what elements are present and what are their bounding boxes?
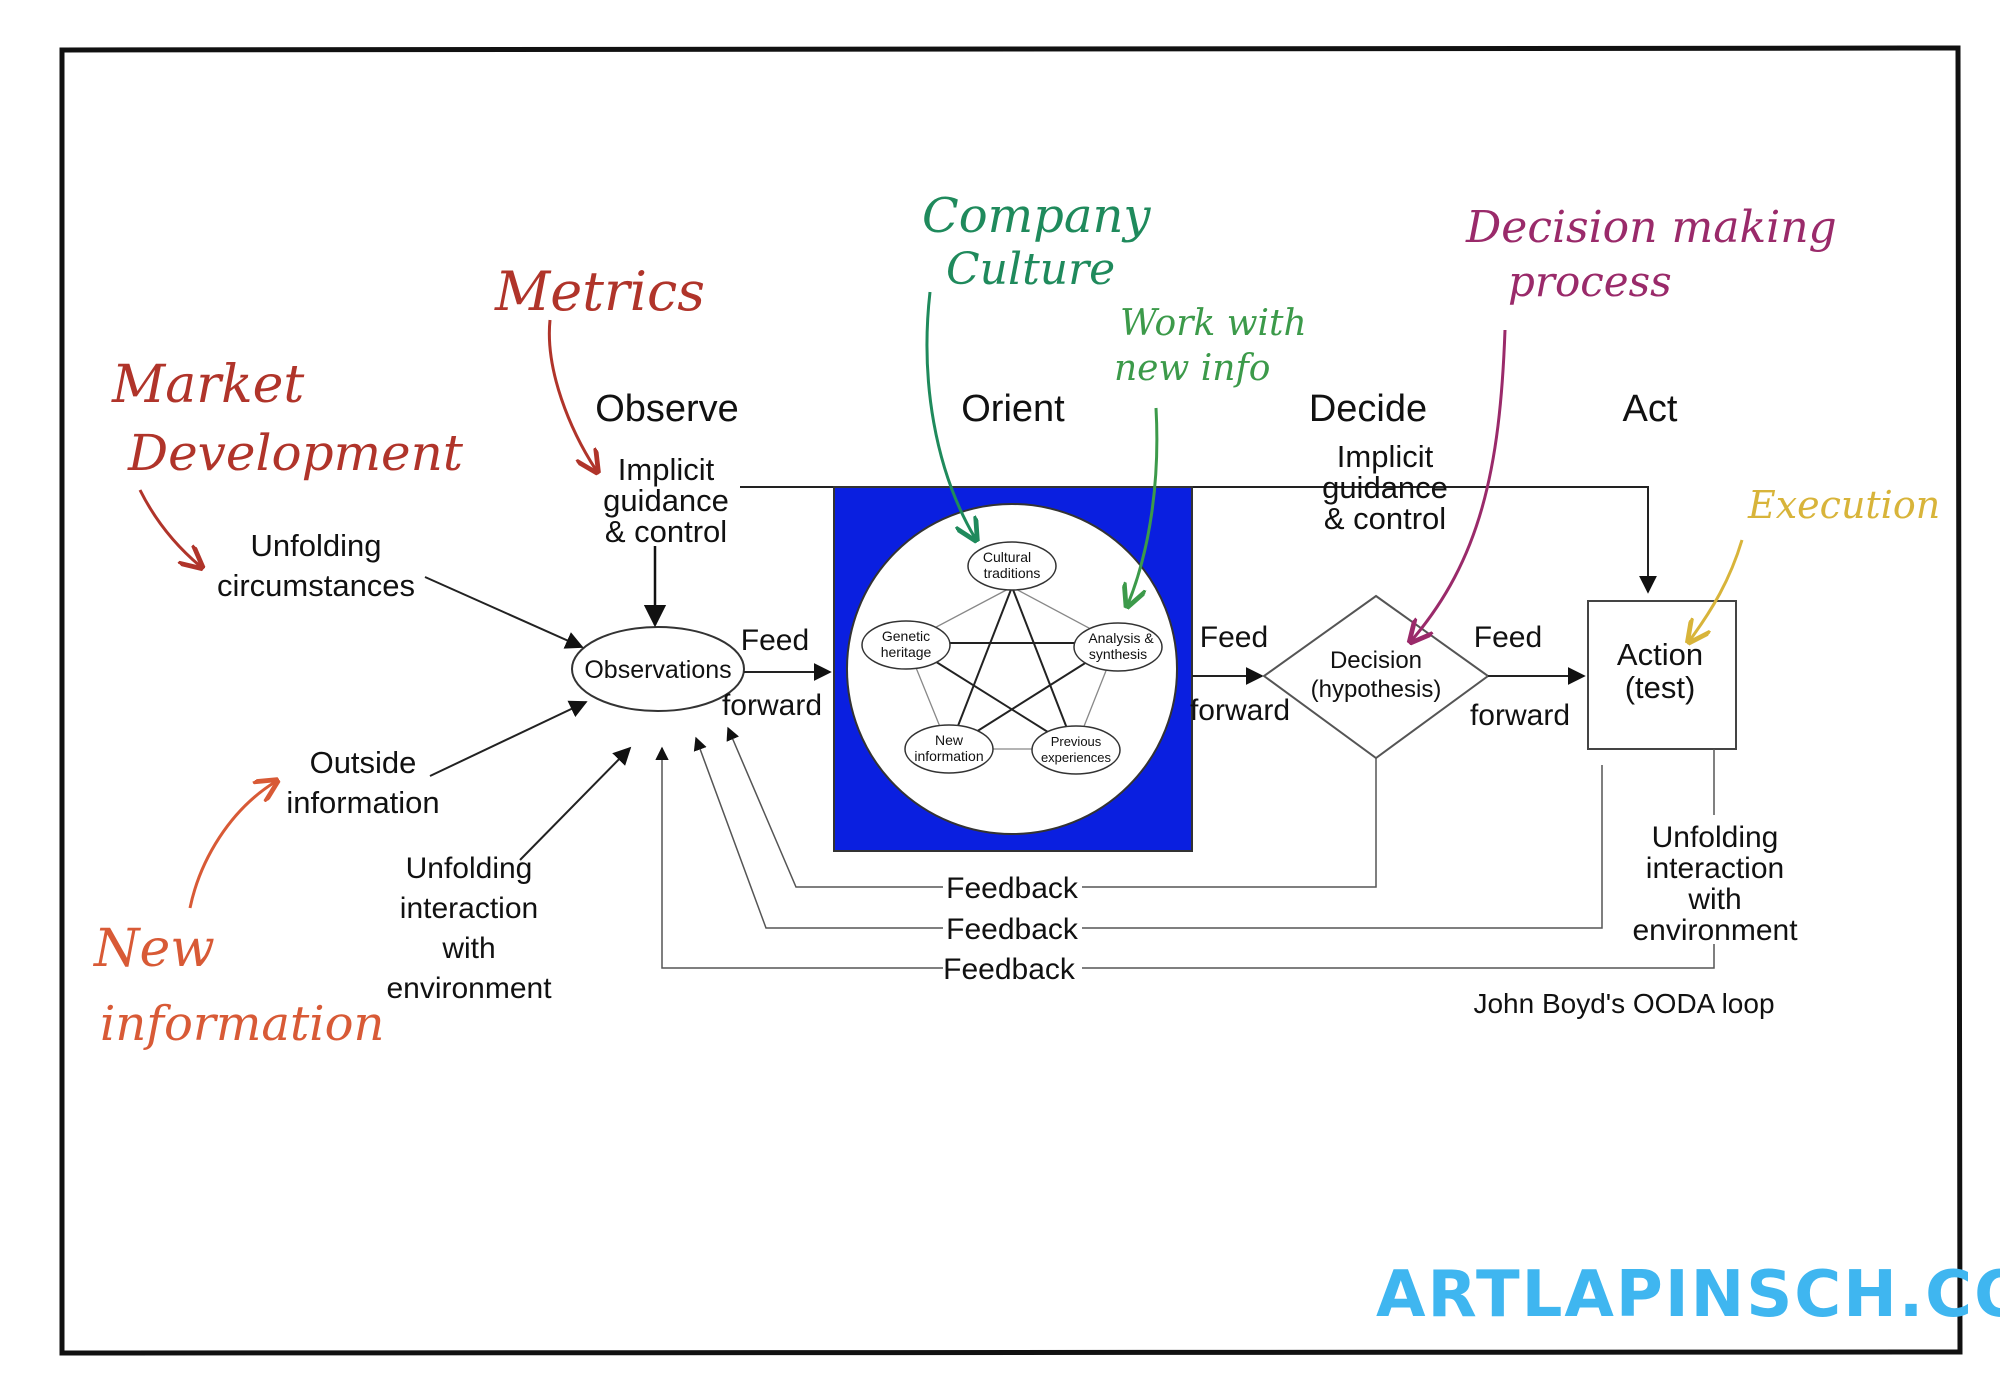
- node-genetic-heritage: Genetic heritage: [861, 620, 951, 670]
- svg-text:with: with: [441, 932, 495, 965]
- svg-text:Company: Company: [922, 188, 1151, 244]
- decision-hypothesis-label: (hypothesis): [1311, 676, 1442, 703]
- feedback-loop-2: [696, 738, 1603, 929]
- svg-text:Market: Market: [111, 355, 304, 415]
- svg-text:Work with: Work with: [1120, 303, 1307, 344]
- svg-text:Analysis &: Analysis &: [1088, 630, 1154, 646]
- svg-text:Previous: Previous: [1051, 734, 1102, 749]
- annotation-new-information: New information: [92, 782, 384, 1052]
- svg-text:New: New: [935, 732, 964, 748]
- svg-text:new info: new info: [1114, 348, 1270, 389]
- svg-text:Feed: Feed: [741, 624, 809, 657]
- decision-label: Decision: [1330, 647, 1422, 674]
- node-new-information: New information: [904, 724, 994, 774]
- phase-orient: Orient: [961, 388, 1065, 430]
- svg-text:& control: & control: [605, 514, 727, 549]
- svg-text:environment: environment: [386, 972, 552, 1005]
- feedback-loop-3: [662, 748, 1715, 969]
- phase-act: Act: [1623, 388, 1678, 430]
- unfolding-interaction-label-left: Unfolding interaction with environment: [386, 852, 552, 1005]
- svg-text:forward: forward: [1470, 699, 1570, 732]
- svg-text:environment: environment: [1632, 914, 1798, 947]
- svg-text:heritage: heritage: [881, 644, 932, 660]
- svg-text:information: information: [914, 748, 983, 764]
- svg-text:New: New: [92, 919, 215, 979]
- node-analysis-synthesis: Analysis & synthesis: [1073, 622, 1163, 672]
- feed-forward-3: Feed forward: [1470, 621, 1586, 732]
- svg-text:experiences: experiences: [1041, 750, 1112, 765]
- svg-text:Culture: Culture: [946, 244, 1115, 295]
- unfolding-circumstances-label: Unfolding circumstances: [217, 528, 415, 603]
- feedback-loop-1: [728, 728, 1377, 888]
- svg-text:Cultural: Cultural: [983, 549, 1031, 565]
- svg-text:Feed: Feed: [1474, 621, 1542, 654]
- phase-observe: Observe: [595, 388, 739, 430]
- observe-implicit-guidance: Implicit guidance & control: [603, 452, 729, 549]
- svg-text:Outside: Outside: [310, 745, 417, 780]
- svg-text:interaction: interaction: [1646, 852, 1784, 885]
- outer-frame: [59, 45, 1963, 1356]
- svg-text:synthesis: synthesis: [1089, 646, 1147, 662]
- annotation-market-development: Market Development: [111, 355, 464, 566]
- node-previous-experiences: Previous experiences: [1031, 725, 1121, 775]
- svg-text:guidance: guidance: [603, 483, 729, 518]
- action-test-label: (test): [1625, 670, 1696, 705]
- phase-decide: Decide: [1309, 388, 1427, 430]
- annotation-decision-making-process: Decision making process: [1412, 202, 1837, 640]
- svg-text:Implicit: Implicit: [618, 452, 715, 487]
- arrow-outside-to-observations: [429, 700, 588, 777]
- watermark-artlapinsch: ARTLAPINSCH.COM: [1376, 1258, 2000, 1332]
- annotation-company-culture: Company Culture: [922, 188, 1151, 538]
- svg-text:Unfolding: Unfolding: [1652, 821, 1779, 854]
- svg-text:traditions: traditions: [984, 565, 1041, 581]
- svg-text:Feed: Feed: [1200, 621, 1268, 654]
- svg-text:information: information: [286, 785, 439, 820]
- feedback-label-1: Feedback: [946, 872, 1079, 905]
- annotation-work-with-new-info: Work with new info: [1114, 303, 1307, 604]
- annotation-execution: Execution: [1690, 483, 1940, 640]
- feed-forward-2: Feed forward: [1190, 621, 1290, 727]
- diagram-caption: John Boyd's OODA loop: [1473, 988, 1774, 1019]
- action-label: Action: [1617, 637, 1703, 672]
- svg-text:Genetic: Genetic: [882, 628, 930, 644]
- unfolding-interaction-label-right: Unfolding interaction with environment: [1632, 821, 1798, 947]
- svg-text:Execution: Execution: [1747, 483, 1940, 527]
- svg-text:interaction: interaction: [400, 892, 538, 925]
- arrow-circumstances-to-observations: [424, 576, 584, 649]
- feedback-label-2: Feedback: [946, 913, 1079, 946]
- decide-implicit-guidance: Implicit guidance & control: [1322, 439, 1448, 536]
- svg-text:Metrics: Metrics: [494, 260, 705, 323]
- svg-text:forward: forward: [1190, 694, 1290, 727]
- svg-text:& control: & control: [1324, 501, 1446, 536]
- svg-text:Decision making: Decision making: [1465, 202, 1837, 253]
- arrow-interaction-to-observations: [519, 746, 632, 861]
- svg-text:Unfolding: Unfolding: [251, 528, 382, 563]
- feedback-label-3: Feedback: [943, 953, 1076, 986]
- outside-information-label: Outside information: [286, 745, 439, 820]
- svg-text:with: with: [1687, 883, 1741, 916]
- svg-text:forward: forward: [722, 689, 822, 722]
- svg-text:circumstances: circumstances: [217, 568, 415, 603]
- action-box: [1587, 600, 1737, 750]
- svg-text:guidance: guidance: [1322, 470, 1448, 505]
- observations-label: Observations: [584, 656, 731, 684]
- svg-text:process: process: [1508, 257, 1672, 306]
- svg-text:Implicit: Implicit: [1337, 439, 1434, 474]
- svg-text:Development: Development: [127, 424, 464, 482]
- annotation-metrics: Metrics: [494, 260, 705, 470]
- node-cultural-traditions: Cultural traditions: [967, 541, 1057, 591]
- svg-text:Unfolding: Unfolding: [406, 852, 533, 885]
- svg-text:information: information: [100, 996, 384, 1052]
